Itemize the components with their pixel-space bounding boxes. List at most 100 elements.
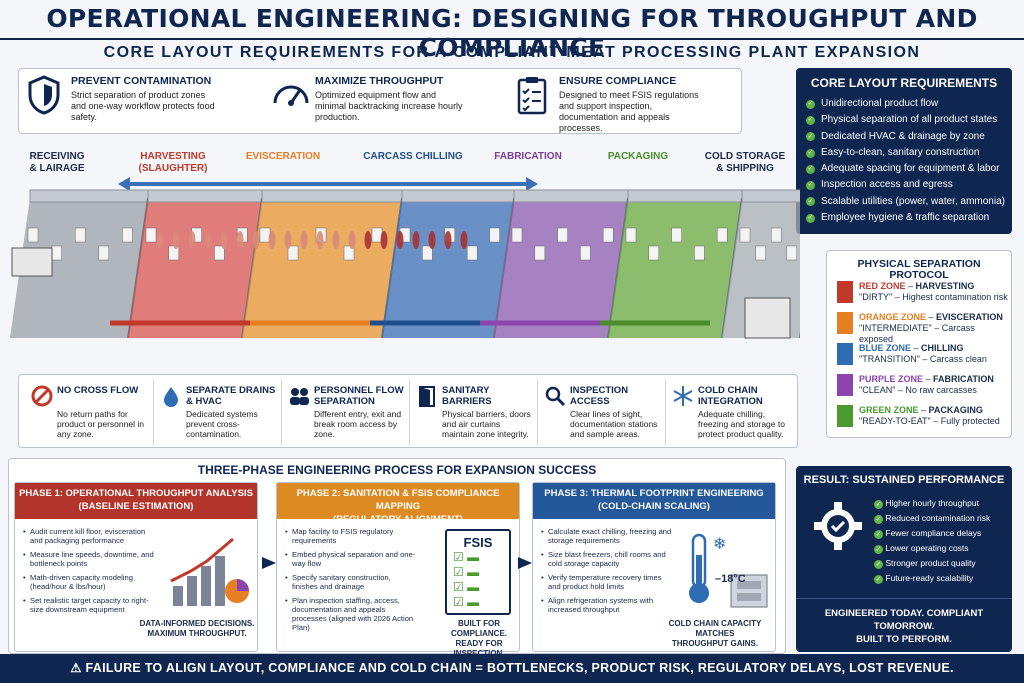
- zone-name: RED ZONE: [859, 281, 906, 291]
- zone-stage: HARVESTING: [915, 281, 975, 291]
- zone-swatch: [837, 374, 853, 396]
- zone-name: GREEN ZONE: [859, 405, 919, 415]
- carcass: [428, 231, 436, 249]
- title-divider: [0, 38, 1024, 40]
- carcass: [412, 231, 420, 249]
- requirement-item: ✓Inspection access and egress: [806, 177, 1012, 193]
- requirement-text: Unidirectional product flow: [821, 98, 939, 109]
- zone-label: EVISCERATION: [245, 151, 321, 162]
- requirement-text: Scalable utilities (power, water, ammoni…: [821, 195, 1005, 207]
- fsis-badge: FSIS: [463, 535, 493, 550]
- fsis-checklist-icon: FSIS☑ ▬☑ ▬☑ ▬☑ ▬: [445, 529, 511, 615]
- protocol-title: PHYSICAL SEPARATION PROTOCOL: [857, 258, 981, 281]
- equipment: [343, 245, 355, 261]
- requirement-item: ✓ Scalable utilities (power, water, ammon…: [806, 194, 1012, 210]
- phase-bullet: Audit current kill floor, evisceration a…: [23, 527, 155, 545]
- phase-bullets: Map facility to FSIS regulatory requirem…: [277, 519, 417, 632]
- requirement-item: ✓Physical separation of all product stat…: [806, 112, 1012, 128]
- clipboard-icon: [517, 77, 547, 115]
- zone-floor: [494, 198, 628, 338]
- arrow-right-icon: [518, 557, 532, 569]
- equipment: [716, 227, 728, 243]
- check-icon: ✓: [806, 148, 815, 158]
- goals-panel: PREVENT CONTAMINATION Strict separation …: [18, 68, 742, 134]
- protocol-item: RED ZONE – HARVESTING"DIRTY" – Highest c…: [859, 281, 1008, 302]
- equipment: [602, 227, 614, 243]
- carcass: [380, 231, 388, 249]
- goal-maximize-throughput: MAXIMIZE THROUGHPUT Optimized equipment …: [263, 69, 503, 131]
- protocol-item: PURPLE ZONE – FABRICATION"CLEAN" – No ra…: [859, 374, 994, 395]
- truck: [11, 247, 53, 277]
- carcass: [268, 231, 276, 249]
- zone-stage: PACKAGING: [928, 405, 983, 415]
- phase-bullets: Audit current kill floor, evisceration a…: [15, 519, 155, 614]
- result-text: Future-ready scalability: [885, 573, 974, 583]
- plant-floor-illustration: [10, 189, 800, 339]
- equipment: [580, 245, 591, 261]
- carcass: [284, 231, 292, 249]
- equipment: [511, 227, 523, 243]
- zone-wall: [513, 189, 629, 203]
- zone-label: COLD STORAGE & SHIPPING: [704, 151, 786, 174]
- phase-card: PHASE 1: OPERATIONAL THROUGHPUT ANALYSIS…: [14, 482, 258, 652]
- requirement-text: Inspection access and egress: [821, 179, 953, 191]
- page-subtitle: CORE LAYOUT REQUIREMENTS FOR A COMPLIANT…: [103, 44, 921, 61]
- phase-header: PHASE 3: THERMAL FOOTPRINT ENGINEERING (…: [533, 483, 775, 519]
- phase-bullet: Plan inspection staffing, access, docume…: [285, 596, 417, 632]
- goal-title: ENSURE COMPLIANCE: [559, 75, 677, 87]
- zone-wall: [147, 189, 263, 203]
- carcass: [396, 231, 404, 249]
- result-item: ✓ Stronger product quality: [874, 556, 990, 571]
- requirement-text: Adequate spacing for equipment & labor: [821, 163, 1000, 175]
- requirement-text: Employee hygiene & traffic separation: [821, 212, 990, 224]
- result-tagline: ENGINEERED TODAY. COMPLIANT TOMORROW. BU…: [796, 598, 1012, 646]
- check-icon: ✓: [806, 99, 815, 109]
- zone-swatch: [837, 405, 853, 427]
- equipment: [648, 245, 660, 261]
- zone-wall: [261, 189, 403, 203]
- phase-bullet: Set realistic target capacity to right-s…: [23, 596, 155, 614]
- carcass: [236, 231, 244, 249]
- page-title: OPERATIONAL ENGINEERING: DESIGNING FOR T…: [46, 4, 978, 62]
- magnifier-icon: [545, 386, 566, 407]
- zone-desc: "CLEAN" – No raw carcasses: [859, 385, 977, 395]
- carcass: [364, 231, 372, 249]
- phase-bullet: Align refrigeration systems with increas…: [541, 596, 673, 614]
- check-icon: ✓: [806, 197, 815, 207]
- carcass: [316, 231, 324, 249]
- equipment: [122, 227, 133, 243]
- check-icon: ✓: [806, 164, 815, 174]
- feature-title: NO CROSS FLOW: [57, 385, 139, 396]
- equipment: [371, 227, 383, 243]
- equipment: [489, 227, 500, 243]
- check-icon: ✓: [874, 575, 883, 584]
- zone-stage: FABRICATION: [933, 374, 994, 384]
- phase-caption: DATA-INFORMED DECISIONS. MAXIMUM THROUGH…: [139, 619, 255, 638]
- phase-bullets: Calculate exact chilling, freezing and s…: [533, 519, 673, 614]
- equipment: [625, 227, 637, 243]
- result-text: Stronger product quality: [885, 558, 976, 568]
- core-requirements-list: ✓ Unidirectional product flow ✓Physical se…: [796, 96, 1012, 226]
- snowflake-icon: [673, 386, 693, 406]
- core-requirements-title: CORE LAYOUT REQUIREMENTS: [810, 76, 998, 90]
- zone-name: PURPLE ZONE: [859, 374, 924, 384]
- equipment: [786, 245, 798, 261]
- carcass: [332, 231, 340, 249]
- phase-bullet: Math-driven capacity modeling (head/hour…: [23, 573, 155, 591]
- feature-title: PERSONNEL FLOW SEPARATION: [314, 385, 404, 407]
- phase-bullet: Embed physical separation and one-way fl…: [285, 550, 417, 568]
- phase-card: PHASE 2: SANITATION & FSIS COMPLIANCE MA…: [276, 482, 520, 658]
- feature-text: Dedicated systems prevent cross-contamin…: [186, 409, 258, 439]
- arrow-right-icon: [262, 557, 276, 569]
- warning-icon: ⚠: [70, 661, 86, 675]
- phase-header: PHASE 1: OPERATIONAL THROUGHPUT ANALYSIS…: [15, 483, 257, 519]
- carcass: [220, 231, 228, 249]
- zone-name: ORANGE ZONE: [859, 312, 927, 322]
- footer-warning-bar: ⚠ FAILURE TO ALIGN LAYOUT, COMPLIANCE AN…: [0, 654, 1024, 683]
- zone-label: FABRICATION: [494, 151, 562, 162]
- equipment: [557, 227, 568, 243]
- check-icon: ✓: [874, 545, 883, 554]
- result-item: ✓ Future-ready scalability: [874, 571, 990, 586]
